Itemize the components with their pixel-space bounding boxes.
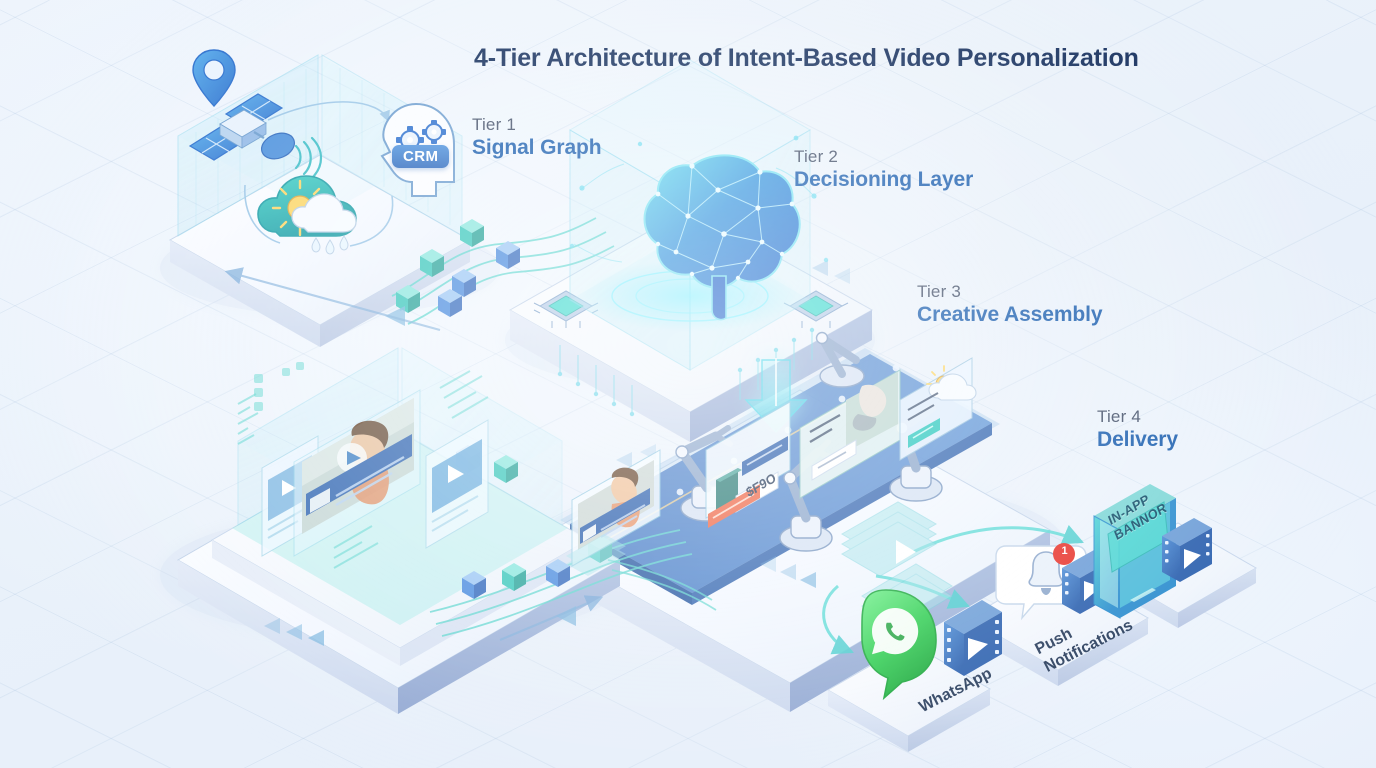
robotic-arm-1 — [675, 425, 734, 522]
data-flow-pipes-left — [607, 559, 717, 611]
channel-label-whatsapp: WhatsApp — [916, 664, 995, 717]
chip-icon — [533, 290, 599, 328]
conveyor-belt — [560, 348, 1000, 605]
chip-icon-2 — [783, 290, 849, 328]
page-title: 4-Tier Architecture of Intent-Based Vide… — [474, 44, 1139, 72]
glass-dots — [254, 362, 304, 411]
tier-4-name: Delivery — [1097, 428, 1178, 452]
video-film-icon-whatsapp — [944, 600, 1002, 676]
weather-cloud-icon — [257, 175, 357, 255]
tier-label-2: Tier 2 Decisioning Layer — [794, 146, 973, 192]
tier4-platform-whatsapp — [826, 642, 992, 752]
video-card-presenter — [566, 449, 661, 576]
data-flow-pipes-top — [391, 217, 615, 325]
tier2-platform — [508, 207, 874, 442]
long-arrows — [224, 267, 604, 642]
robotic-arm-3 — [889, 403, 943, 502]
tier-label-3: Tier 3 Creative Assembly — [917, 281, 1103, 327]
in-app-banner-text: IN-APP BANNOR — [1106, 485, 1169, 545]
satellite-icon — [188, 49, 323, 180]
weather-card — [899, 357, 977, 461]
video-preview-card-left — [261, 435, 319, 557]
robotic-arm-4 — [815, 331, 865, 388]
tier-4-number: Tier 4 — [1097, 407, 1142, 426]
tier2-to-tier3-arrow — [744, 358, 808, 434]
video-preview-platform — [177, 347, 621, 714]
data-flow-pipes-bottom — [429, 529, 693, 637]
tier-label-4: Tier 4 Delivery — [1097, 406, 1178, 452]
data-cubes — [396, 219, 612, 599]
decisioning-glass-cube — [569, 59, 811, 371]
video-preview-card-main — [293, 389, 421, 557]
output-stack-1 — [840, 501, 938, 577]
tier1-platform — [168, 54, 472, 347]
tier-2-name: Decisioning Layer — [794, 168, 974, 192]
tier-1-name: Signal Graph — [472, 136, 602, 160]
glass-code-lines — [237, 370, 489, 569]
tier-label-1: Tier 1 Signal Graph — [472, 114, 602, 160]
flow-chevrons — [264, 260, 850, 646]
whatsapp-icon — [861, 589, 937, 701]
robotic-arm-2 — [779, 439, 835, 552]
tier-3-name: Creative Assembly — [917, 303, 1103, 327]
tier-1-number: Tier 1 — [472, 115, 517, 134]
channel-label-push: Push Notifications — [1032, 598, 1136, 678]
product-price-label: $F9O — [744, 469, 778, 501]
video-card-action — [799, 369, 901, 499]
ai-brain-icon — [569, 135, 829, 321]
delivery-arrows — [822, 524, 1084, 655]
crm-badge: CRM — [392, 145, 450, 168]
tier3-platform — [533, 389, 1052, 712]
video-preview-card-right — [425, 419, 489, 549]
tier1-signal-arcs — [244, 101, 394, 247]
output-stack-2 — [861, 563, 953, 629]
product-card — [705, 401, 791, 528]
push-badge-count: 1 — [1061, 545, 1068, 557]
push-notification-icon — [995, 543, 1087, 621]
tier-2-number: Tier 2 — [794, 147, 839, 166]
tier-3-number: Tier 3 — [917, 282, 962, 301]
